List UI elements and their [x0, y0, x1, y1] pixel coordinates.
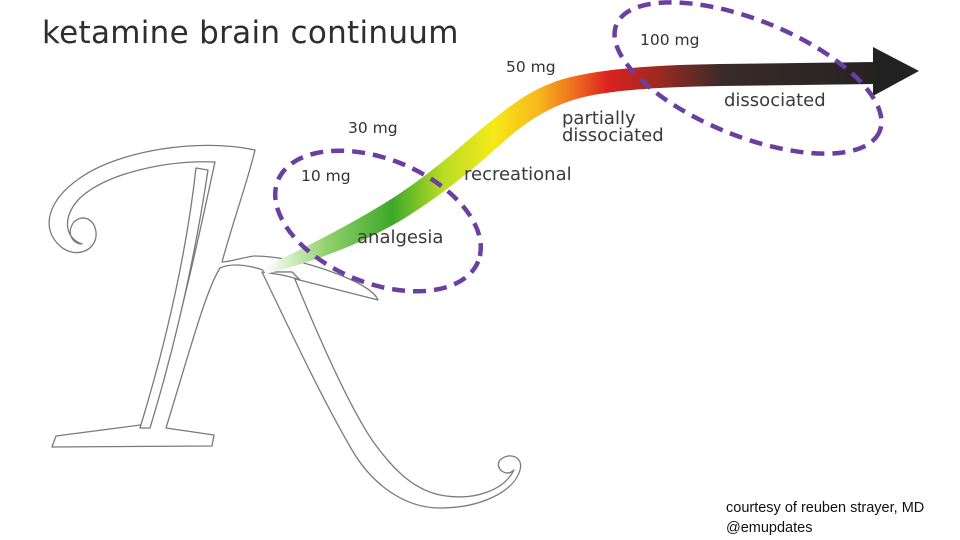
continuum-band — [262, 62, 875, 274]
state-label-partially-dissociated: partially dissociated — [562, 108, 664, 146]
letter-k-outline-icon — [48, 144, 522, 509]
state-label-analgesia: analgesia — [357, 227, 444, 248]
dose-label-10mg: 10 mg — [301, 167, 351, 185]
credit-line-author: courtesy of reuben strayer, MD — [726, 500, 925, 516]
state-label-partially-line2: dissociated — [562, 125, 664, 146]
highlight-ellipse-high-dose — [612, 0, 884, 156]
state-label-recreational: recreational — [464, 164, 572, 185]
attribution-credit: courtesy of reuben strayer, MD @emupdate… — [726, 498, 924, 538]
dose-label-30mg: 30 mg — [348, 119, 398, 137]
dose-label-50mg: 50 mg — [506, 58, 556, 76]
highlight-ellipse-low-dose — [272, 148, 484, 294]
credit-line-handle: @emupdates — [726, 520, 813, 536]
state-label-partially-line1: partially — [562, 108, 636, 129]
continuum-arrow-icon — [262, 47, 919, 274]
diagram-title: ketamine brain continuum — [42, 15, 459, 51]
state-label-dissociated: dissociated — [724, 90, 826, 111]
arrow-right-icon — [873, 47, 919, 96]
dose-label-100mg: 100 mg — [640, 31, 700, 49]
